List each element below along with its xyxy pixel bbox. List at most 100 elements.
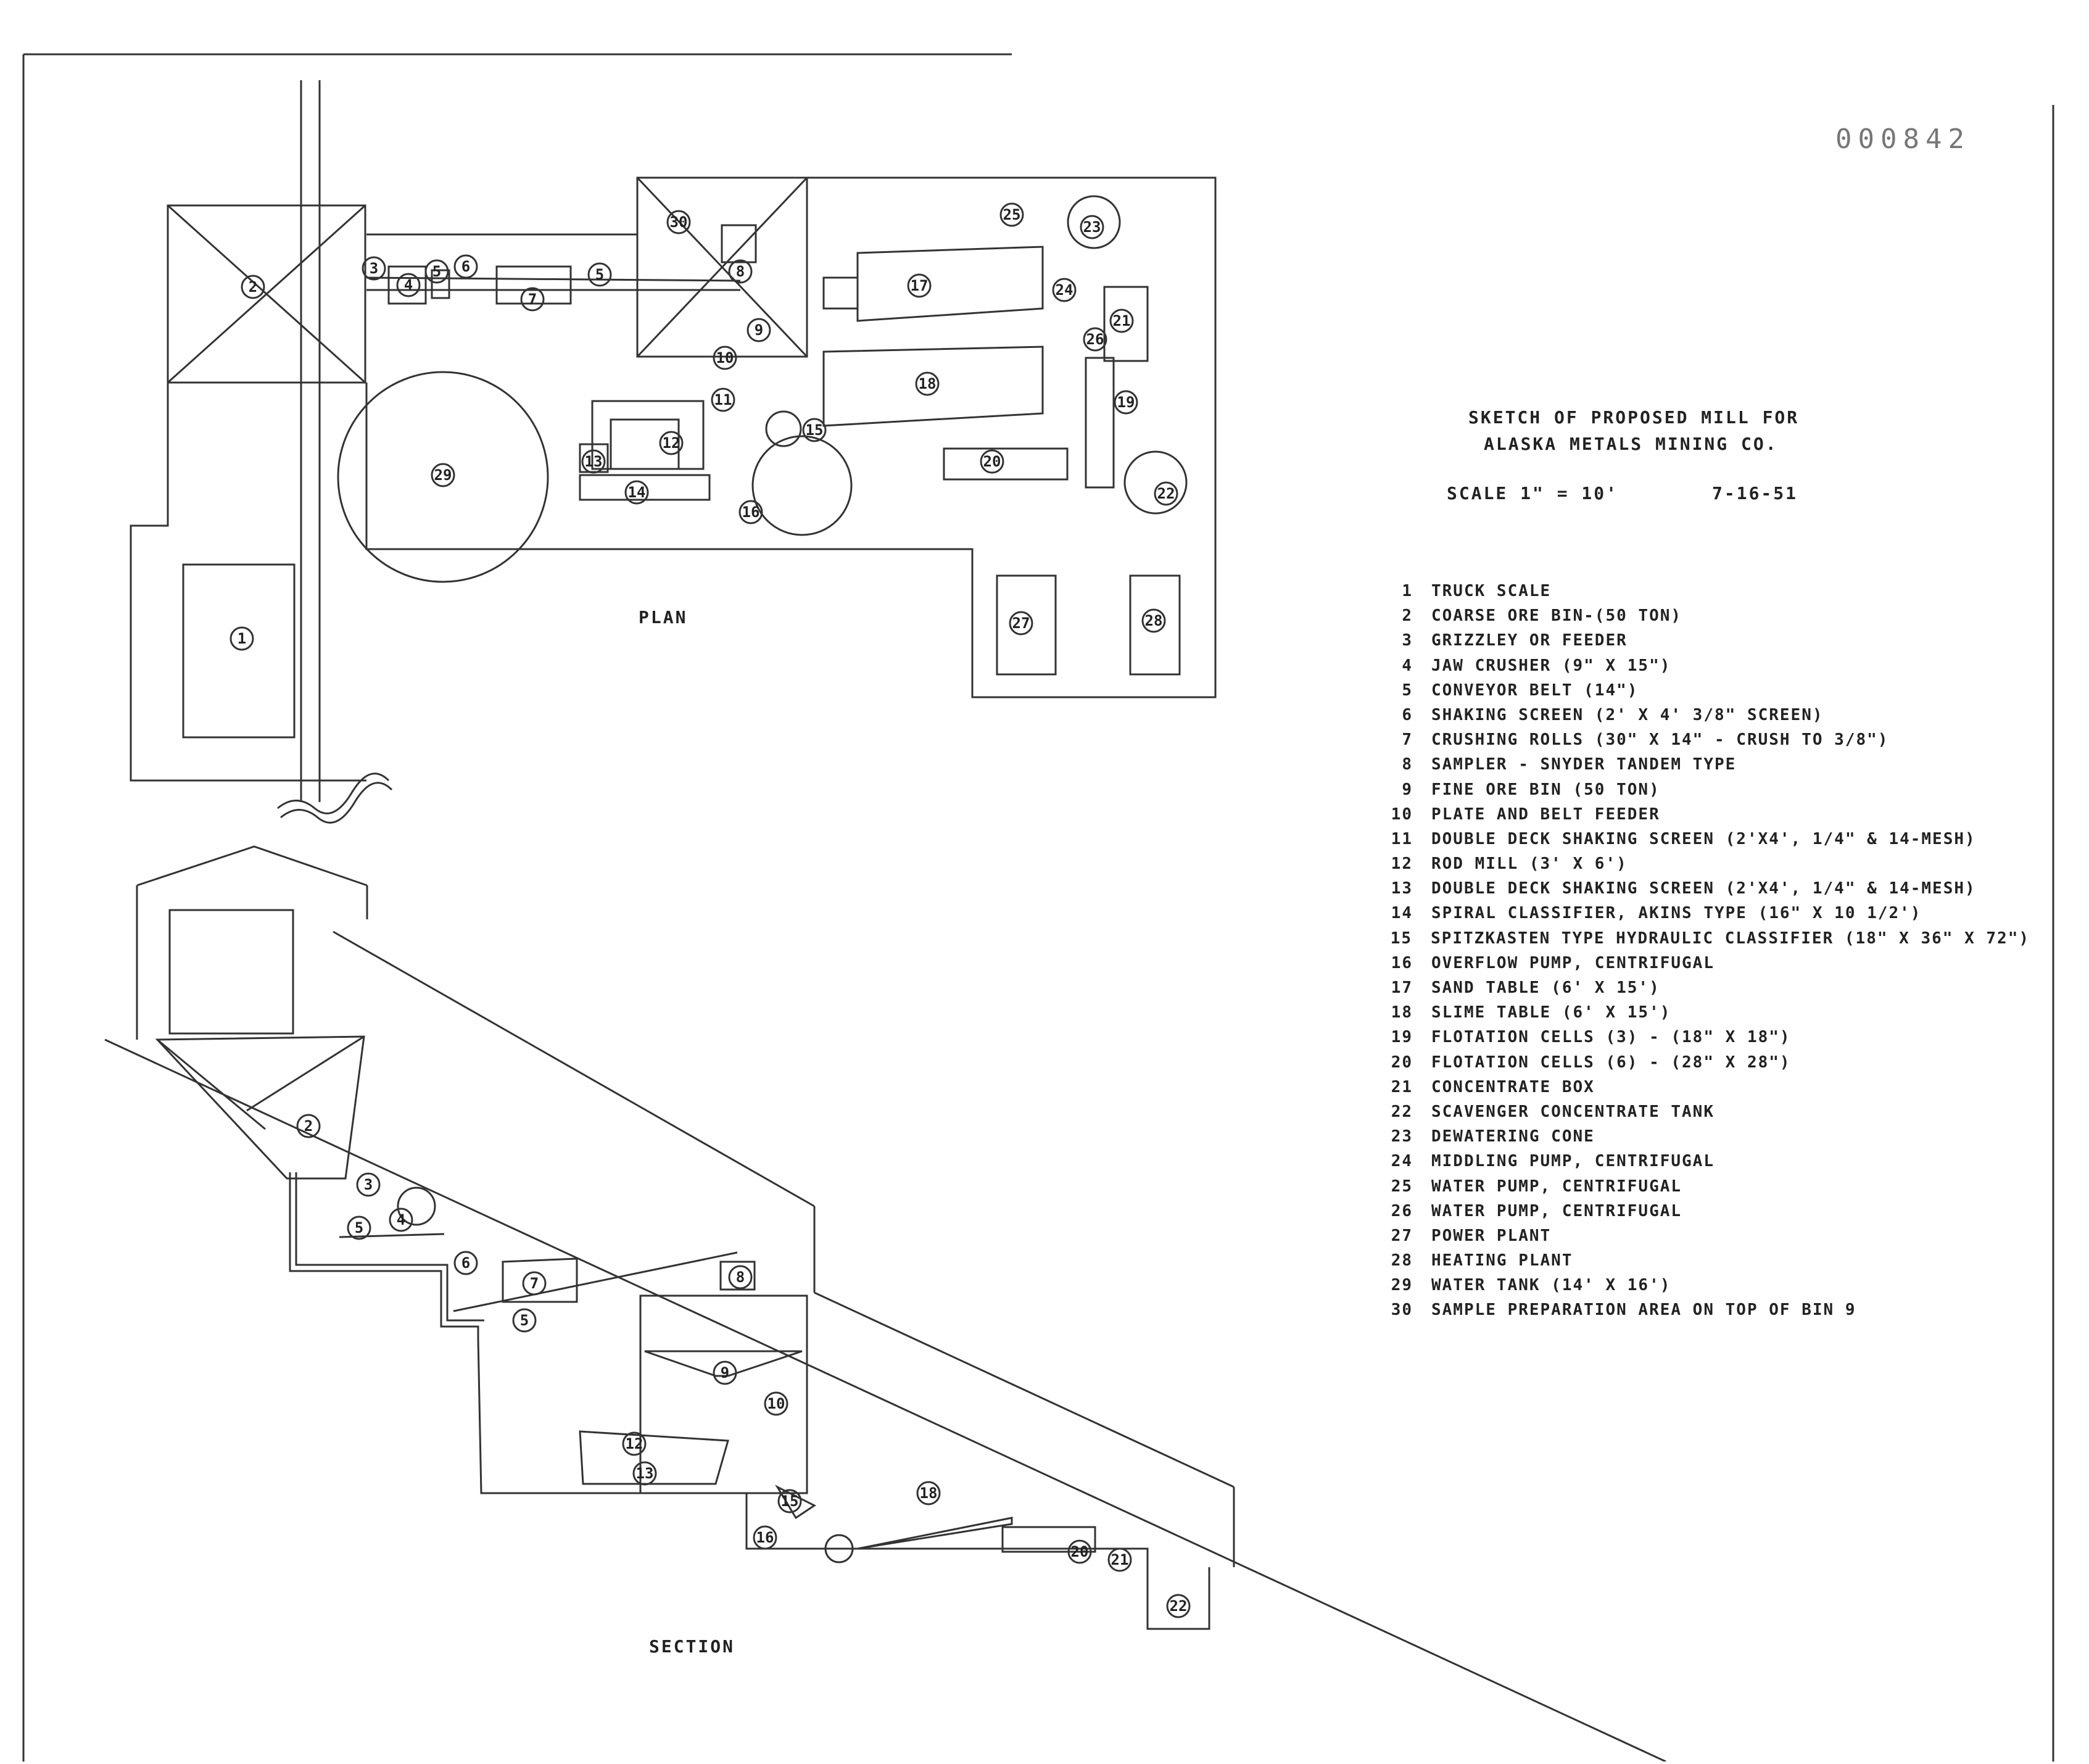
callout-marker: 3 [356,1172,381,1197]
callout-circle [907,273,932,298]
callout-number: 11 [714,391,732,408]
callout-circle [389,1207,413,1232]
callout-number: 13 [585,453,603,470]
callout-marker: 2 [241,275,265,299]
legend-text: DOUBLE DECK SHAKING SCREEN (2'X4', 1/4" … [1431,879,1976,898]
plan-label: PLAN [639,607,688,627]
legend-text: FINE ORE BIN (50 TON) [1431,780,1660,799]
legend-text: SAMPLE PREPARATION AREA ON TOP OF BIN 9 [1431,1301,1856,1320]
callout-circle [1009,611,1033,636]
callout-marker: 1 [230,626,254,651]
legend-text: WATER PUMP, CENTRIFUGAL [1431,1177,1682,1196]
callout-marker: 15 [777,1489,802,1513]
callout-marker: 23 [1080,215,1104,239]
callout-marker: 29 [431,463,455,487]
callout-marker: 13 [632,1461,657,1486]
callout-circle [581,449,606,474]
callout-number: 4 [397,1211,405,1228]
callout-circle [753,1525,777,1550]
callout-number: 15 [806,421,824,439]
callout-marker: 20 [1067,1539,1092,1564]
callout-circle [1166,1594,1191,1618]
callout-number: 2 [249,278,257,296]
legend-item: 1 TRUCK SCALE [1376,579,2030,603]
callout-marker: 15 [802,418,827,442]
callout-marker: 21 [1107,1547,1132,1572]
legend-text: SPIRAL CLASSIFIER, AKINS TYPE (16" X 10 … [1431,904,1922,923]
legend-number: 1 [1402,582,1413,600]
callout-circle [230,626,254,651]
legend-number: 4 [1402,656,1413,675]
callout-marker: 12 [622,1431,647,1456]
callout-marker: 4 [389,1207,413,1232]
callout-number: 5 [432,263,441,280]
legend-item: 30 SAMPLE PREPARATION AREA ON TOP OF BIN … [1376,1298,2030,1322]
callout-number: 21 [1113,312,1131,329]
callout-number: 19 [1117,394,1135,411]
legend-text: JAW CRUSHER (9" X 15") [1431,656,1671,675]
callout-number: 17 [911,277,929,294]
callout-number: 4 [404,276,413,294]
legend-number: 27 [1391,1226,1413,1245]
callout-number: 23 [1083,218,1101,236]
callout-marker: 22 [1154,481,1178,506]
document-number: 000842 [1835,123,1971,155]
callout-marker: 6 [453,254,478,279]
legend-number: 30 [1391,1301,1413,1320]
callout-number: 29 [434,466,452,484]
legend-number: 10 [1391,805,1413,824]
callout-circle [632,1461,657,1486]
callout-circle [431,463,455,487]
legend-item: 15 SPITZKASTEN TYPE HYDRAULIC CLASSIFIER … [1376,926,2030,951]
callout-number: 22 [1157,485,1175,502]
callout-marker: 26 [1083,327,1107,352]
callout-marker: 19 [1114,390,1138,415]
legend-item: 4 JAW CRUSHER (9" X 15") [1376,653,2030,678]
callout-number: 9 [755,321,763,339]
callout-number: 10 [716,349,734,366]
callout-number: 5 [520,1312,529,1329]
callout-circle [362,256,386,281]
legend-number: 2 [1402,607,1413,626]
legend-number: 28 [1391,1251,1413,1270]
callout-marker: 5 [347,1215,371,1240]
callout-number: 16 [756,1529,774,1546]
callout-marker: 30 [666,210,691,234]
callout-number: 1 [238,630,246,647]
callout-number: 9 [721,1364,729,1381]
callout-circle [453,254,478,279]
callout-circle [747,318,771,342]
legend-number: 8 [1402,755,1413,774]
legend-number: 15 [1390,929,1413,948]
callout-marker: 7 [520,287,545,312]
legend-text: SPITZKASTEN TYPE HYDRAULIC CLASSIFIER (1… [1431,929,2030,948]
legend-text: PLATE AND BELT FEEDER [1431,805,1660,824]
callout-number: 18 [920,1484,938,1502]
callout-marker: 9 [713,1360,737,1385]
legend-text: TRUCK SCALE [1431,582,1552,600]
legend-text: COARSE ORE BIN-(50 TON) [1431,607,1682,626]
legend-text: MIDDLING PUMP, CENTRIFUGAL [1431,1152,1715,1171]
sheet-border [22,53,2054,1762]
callout-circle [241,275,265,299]
section-view [104,845,1666,1763]
callout-marker: 28 [1141,608,1166,633]
callout-number: 6 [461,1254,470,1272]
legend-number: 12 [1391,855,1413,874]
callout-circle [624,480,649,505]
